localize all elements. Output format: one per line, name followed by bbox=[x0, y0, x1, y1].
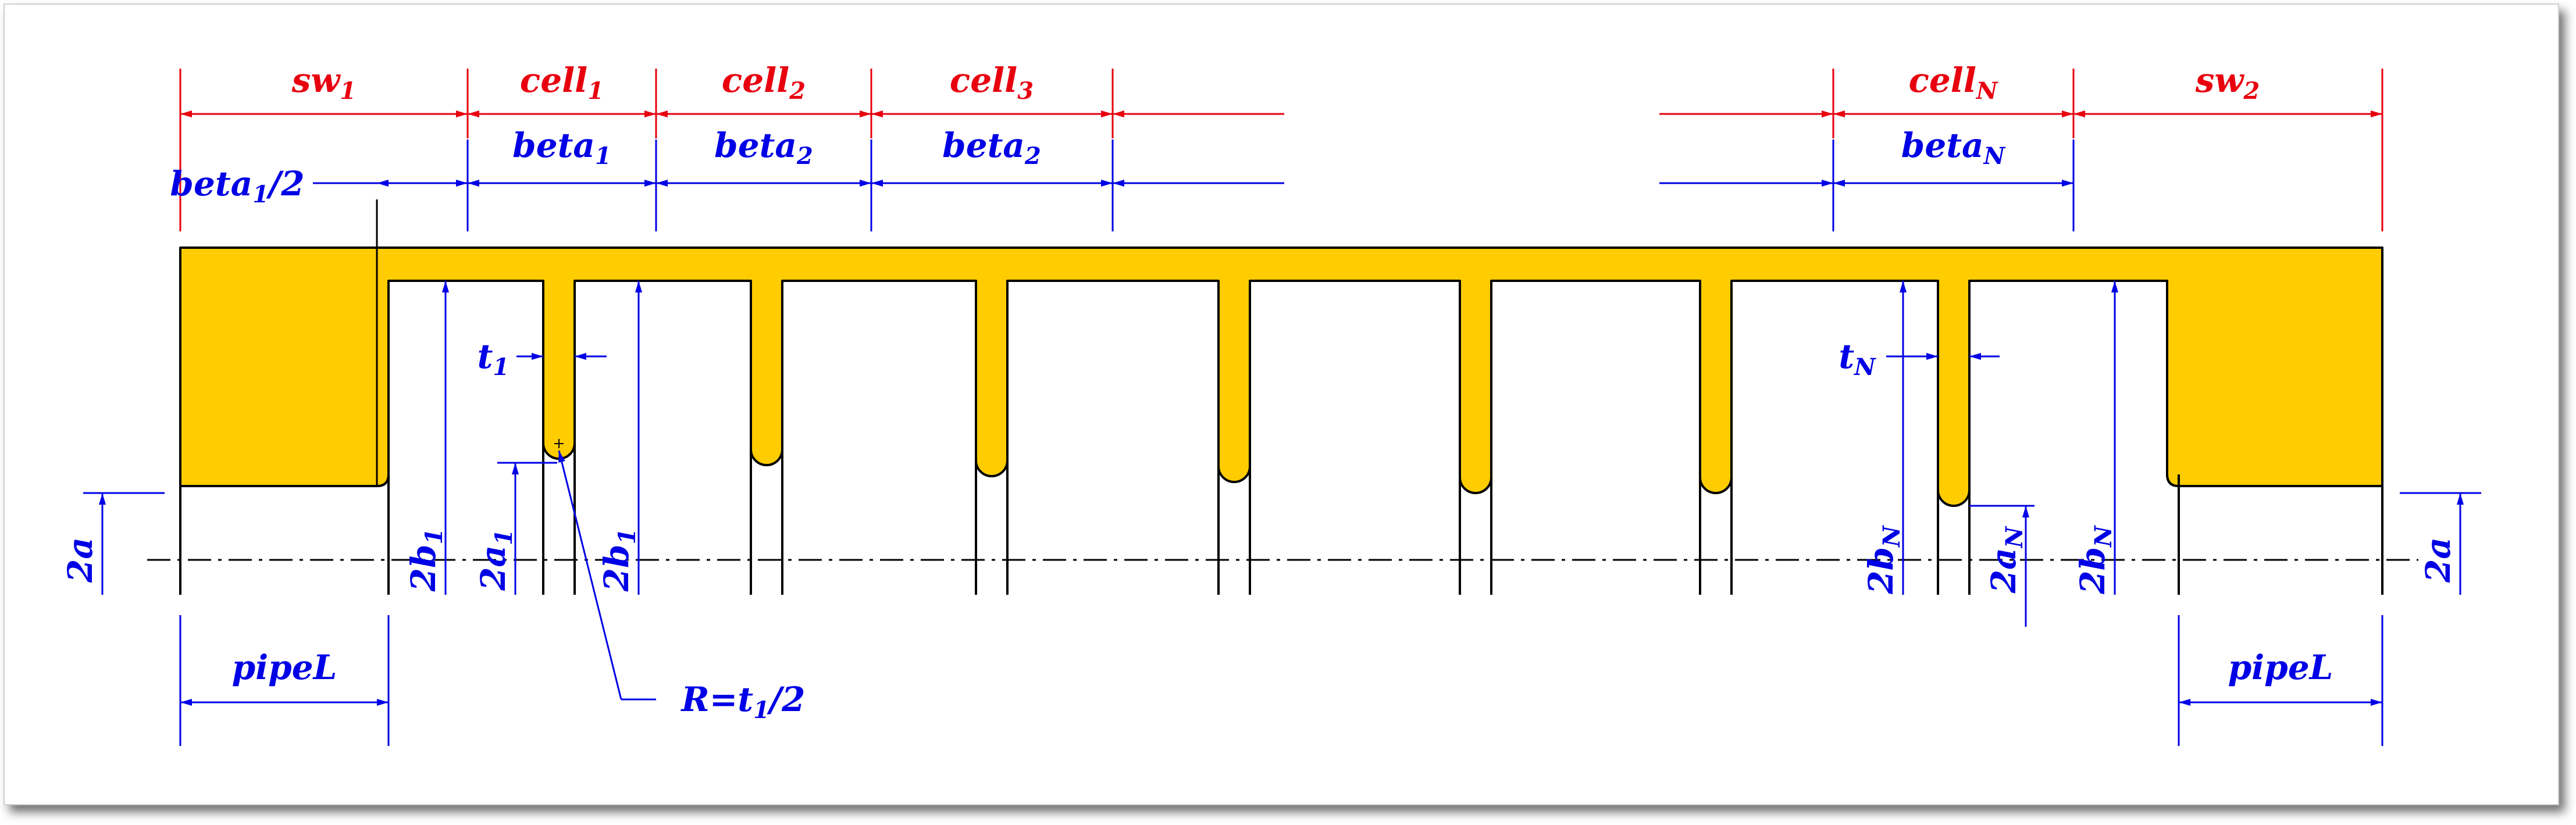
2a-left-label: 2a bbox=[60, 537, 100, 583]
2b1-left-label: 2b1 bbox=[404, 528, 448, 592]
pipe-walls bbox=[179, 443, 2383, 595]
sw1-label: sw1 bbox=[291, 60, 356, 105]
beta2a-label: beta2 bbox=[714, 126, 813, 170]
red-extension-lines bbox=[179, 69, 2383, 231]
blue-vertical-dims bbox=[83, 281, 2481, 627]
2bN-left-label: 2bN bbox=[1861, 525, 1905, 595]
cellN-label: cellN bbox=[1909, 60, 1998, 105]
beta2b-label: beta2 bbox=[942, 126, 1041, 170]
sw2-label: sw2 bbox=[2195, 60, 2260, 105]
2bN-right-label: 2bN bbox=[2073, 525, 2117, 595]
cell2-label: cell2 bbox=[722, 60, 806, 105]
cell1-label: cell1 bbox=[520, 60, 604, 105]
structure-body bbox=[179, 247, 2383, 507]
beta1-label: beta1 bbox=[512, 126, 611, 170]
2a1-label: 2a1 bbox=[473, 529, 518, 591]
pipe-left-label: pipeL bbox=[232, 648, 337, 687]
2aN-label: 2aN bbox=[1984, 526, 2028, 594]
iris-center-mark bbox=[554, 439, 564, 448]
radius-label: R=t1/2 bbox=[680, 680, 806, 724]
beta1-half-label: beta1/2 bbox=[170, 164, 304, 208]
blue-beta-lines bbox=[313, 140, 2075, 231]
t1-label: t1 bbox=[478, 337, 510, 381]
tN-label: tN bbox=[1839, 337, 1876, 381]
pipe-length-dims bbox=[179, 615, 2383, 746]
accelerating-structure-diagram: sw1 cell1 cell2 cell3 cellN sw2 beta1/2 … bbox=[60, 60, 2481, 746]
figure-frame: sw1 cell1 cell2 cell3 cellN sw2 beta1/2 … bbox=[3, 3, 2559, 805]
2a-right-label: 2a bbox=[2418, 537, 2458, 583]
radius-leader bbox=[558, 450, 656, 701]
betaN-label: betaN bbox=[1901, 126, 2006, 170]
2b1-right-label: 2b1 bbox=[597, 528, 641, 592]
pipe-right-label: pipeL bbox=[2228, 648, 2333, 687]
cell3-label: cell3 bbox=[950, 60, 1034, 105]
